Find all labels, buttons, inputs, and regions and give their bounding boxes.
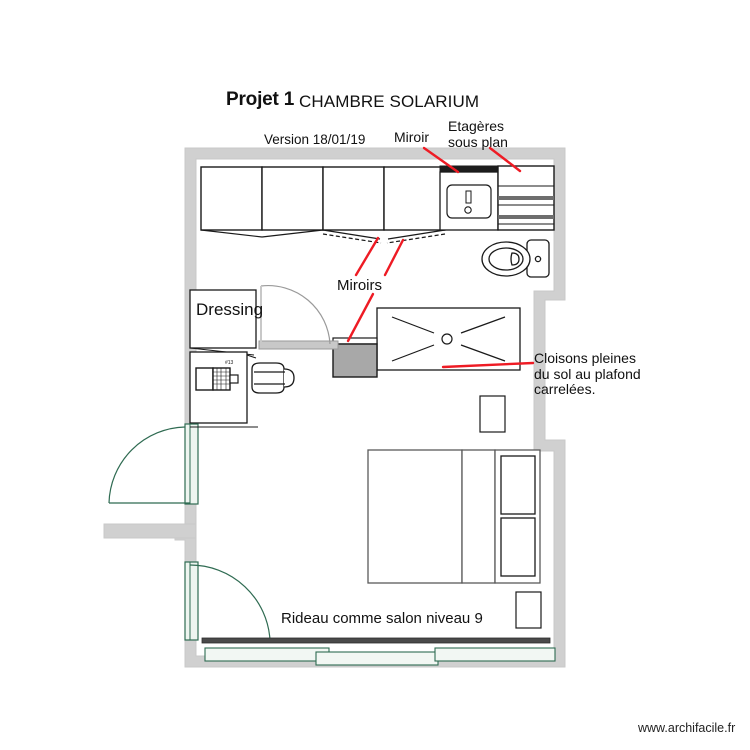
closet-3 (322, 166, 385, 231)
closet-1 (200, 166, 263, 231)
chair-back (283, 368, 295, 388)
sliding-panel-1 (204, 647, 330, 662)
desk-area: #13 (189, 351, 295, 424)
closet-swing-dash-2 (386, 233, 446, 244)
bed-mattress (367, 449, 463, 584)
annotation-etageres: Etagères sous plan (448, 118, 508, 150)
closet-swing-3 (322, 229, 381, 240)
arrow-miroirs-down (346, 292, 375, 343)
annotation-rideau: Rideau comme salon niveau 9 (281, 610, 483, 627)
chair-seat (251, 362, 285, 394)
nightstand-2 (515, 591, 542, 629)
faucet-icon (465, 190, 472, 204)
curtain-track (201, 637, 551, 644)
vanity-unit (332, 337, 378, 378)
arrow-cloisons (441, 361, 535, 369)
closet-door-swings (200, 229, 446, 244)
wc-seat-detail (510, 252, 520, 266)
dressing-closet (189, 289, 257, 356)
curtain-and-sliding[interactable] (201, 637, 556, 666)
annotation-cloisons: Cloisons pleines du sol au plafond carre… (534, 350, 641, 398)
sink-drain-icon (464, 206, 472, 214)
annotation-miroirs: Miroirs (337, 277, 382, 294)
door-dressing-arc (260, 284, 331, 345)
shower-tray (376, 307, 521, 371)
pillow-1 (500, 455, 536, 515)
dressing-label: Dressing (196, 300, 264, 319)
bed-blanket-band (461, 449, 496, 584)
room-title: CHAMBRE SOLARIUM (299, 92, 480, 111)
arrow-miroirs-right (383, 238, 405, 277)
walls-group (103, 147, 566, 668)
mouse (229, 374, 239, 384)
keyboard (212, 367, 231, 391)
arrow-miroirs-left (354, 236, 380, 277)
closet-row (200, 166, 446, 231)
door-left-lower-panel (184, 561, 199, 641)
closet-swing-4 (387, 229, 446, 240)
desk-tag-icon: #13 (225, 360, 234, 366)
nightstand-1 (479, 395, 506, 433)
vanity-unit-top (332, 337, 378, 345)
door-left-upper[interactable] (108, 423, 258, 505)
annotation-miroir: Miroir (394, 129, 429, 145)
shower-slope-lines (391, 316, 506, 362)
door-left-upper-arc (108, 426, 186, 504)
double-bed (367, 449, 541, 584)
wc-flush-button (534, 255, 542, 263)
shelf-unit (497, 165, 555, 231)
page-title: Projet 1 (226, 89, 295, 110)
desk-corner-line (246, 354, 257, 359)
sliding-panel-2 (315, 651, 439, 666)
pillow-2 (500, 517, 536, 577)
vanity-unit-body (332, 343, 378, 378)
nightstands (479, 395, 542, 629)
wc-fixture (481, 239, 550, 278)
closet-4 (383, 166, 446, 231)
sliding-panel-3 (434, 647, 556, 662)
closet-swing-2 (261, 229, 324, 238)
annotation-arrows (346, 146, 535, 369)
dressing-box (189, 289, 257, 349)
closet-swing-dash-1 (322, 233, 382, 244)
wall-stub-left (103, 523, 197, 539)
arrow-miroir (422, 146, 460, 174)
watermark: www.archifacile.fr (638, 721, 736, 735)
shelf-band-1 (498, 196, 554, 200)
monitor (195, 367, 214, 391)
shelf-band-2 (498, 215, 554, 219)
door-dressing-panel (258, 340, 339, 350)
door-left-upper-panel (184, 423, 199, 505)
vanity-counter (439, 165, 499, 231)
door-left-lower-arc (189, 564, 271, 641)
arrow-etageres (488, 146, 522, 173)
version-label: Version 18/01/19 (264, 132, 366, 147)
closet-2 (261, 166, 324, 231)
office-chair (251, 362, 295, 394)
door-left-lower[interactable] (184, 561, 271, 641)
keyboard-keys (213, 368, 230, 390)
closet-swing-1 (200, 229, 263, 238)
shower-drain-icon (441, 333, 453, 345)
door-dressing[interactable] (258, 284, 339, 350)
